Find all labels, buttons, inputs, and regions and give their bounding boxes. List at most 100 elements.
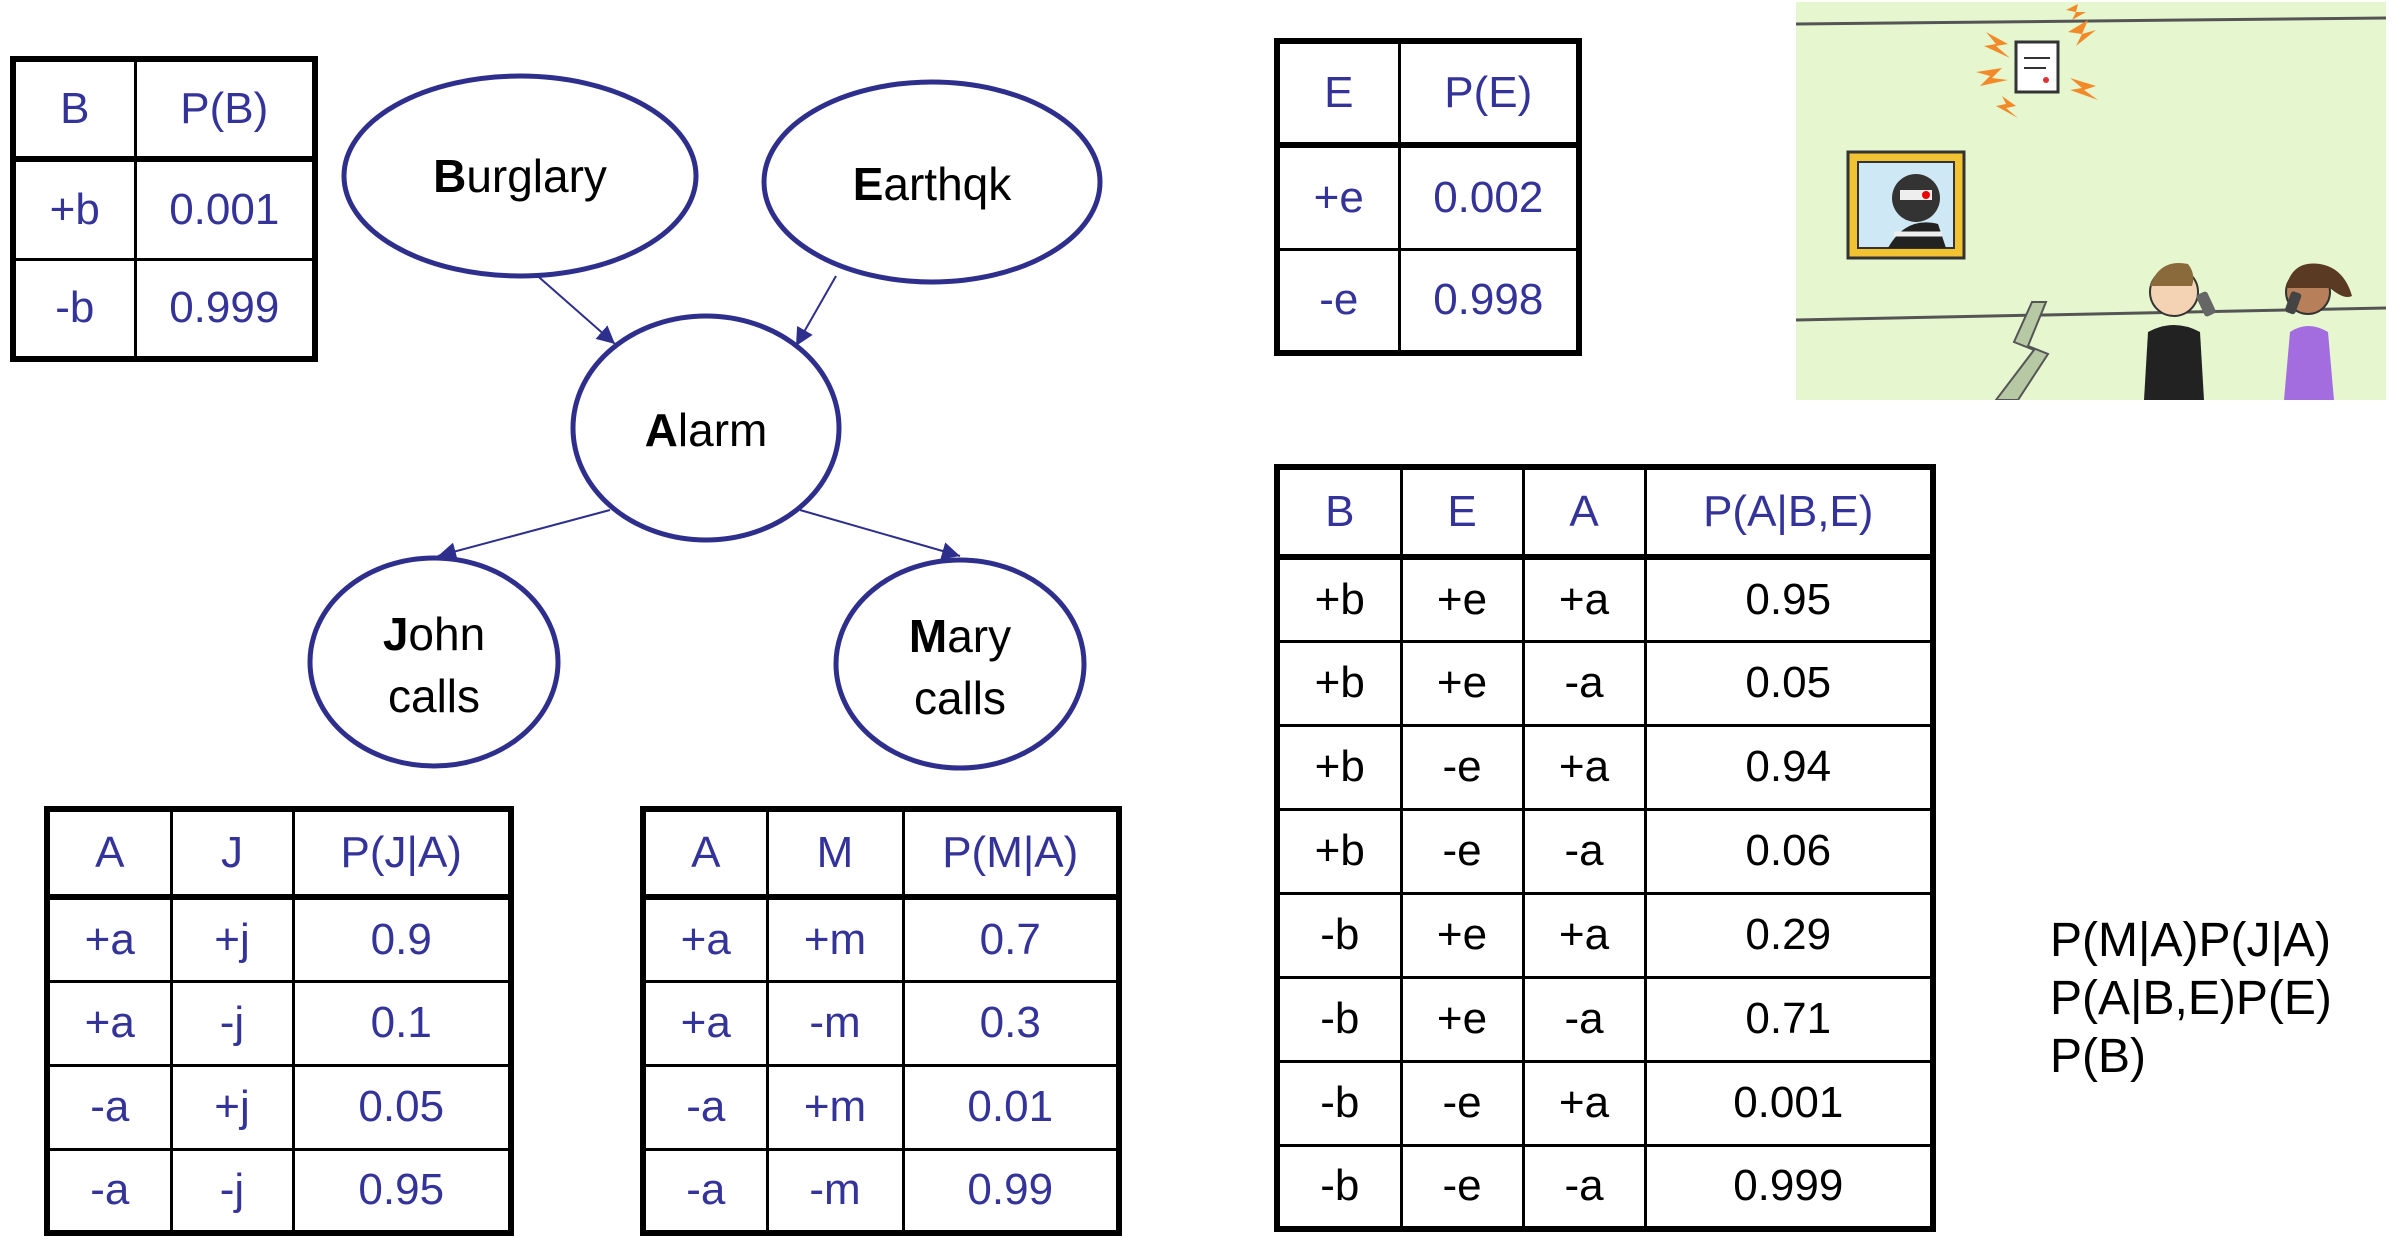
table-row: +b +e -a 0.05 (1275, 639, 1935, 727)
table-row: +e 0.002 (1275, 143, 1581, 251)
table-cell: -b (1275, 1059, 1403, 1147)
table-cell: -e (1275, 247, 1401, 355)
node-mary-calls (833, 557, 1087, 771)
table-cell: -e (1399, 1143, 1525, 1231)
table-row: +b -e -a 0.06 (1275, 807, 1935, 895)
table-cell: -e (1399, 1059, 1525, 1147)
header-cell: E (1399, 465, 1525, 560)
table-cell: -a (641, 1147, 769, 1235)
table-cell: -a (45, 1147, 173, 1235)
node-john-calls-label: John (383, 608, 485, 660)
table-cell: 0.99 (901, 1147, 1121, 1235)
table-row: -a +m 0.01 (641, 1063, 1121, 1151)
cpt-p-a-given-b-e: B E A P(A|B,E) +b +e +a 0.95 +b +e -a 0.… (1274, 464, 1936, 1232)
alarm-box-icon (1976, 4, 2098, 118)
table-row: -a -m 0.99 (641, 1147, 1121, 1235)
table-cell: 0.999 (133, 257, 317, 361)
edge-earthquake-alarm (795, 275, 837, 347)
table-cell: -e (1399, 807, 1525, 895)
formula-line: P(M|A)P(J|A) (2050, 914, 2331, 967)
table-cell: 0.999 (1643, 1143, 1935, 1231)
table-cell: -e (1399, 723, 1525, 811)
table-cell: 0.3 (901, 979, 1121, 1067)
table-cell: -a (1521, 807, 1647, 895)
table-row: -b -e +a 0.001 (1275, 1059, 1935, 1147)
john-figure-icon (2144, 262, 2216, 400)
formula-line: P(B) (2050, 1030, 2146, 1083)
table-cell: +e (1275, 143, 1401, 251)
table-cell: 0.05 (291, 1063, 513, 1151)
table-cell: 0.29 (1643, 891, 1935, 979)
mary-figure-icon (2284, 263, 2352, 400)
table-row: -b -e -a 0.999 (1275, 1143, 1935, 1231)
table-cell: +a (1521, 891, 1647, 979)
table-cell: +a (1521, 723, 1647, 811)
edge-alarm-mary (799, 509, 961, 560)
table-cell: -b (11, 257, 137, 361)
table-cell: +b (1275, 723, 1403, 811)
table-cell: 0.002 (1397, 143, 1581, 251)
table-header-row: B P(B) (11, 57, 317, 162)
table-row: +a +j 0.9 (45, 895, 513, 983)
table-cell: 0.95 (291, 1147, 513, 1235)
table-cell: -a (1521, 639, 1647, 727)
table-cell: +j (169, 1063, 295, 1151)
cpt-p-j-given-a: A J P(J|A) +a +j 0.9 +a -j 0.1 -a +j 0.0… (44, 806, 514, 1236)
header-cell: P(B) (133, 57, 317, 162)
burglary-cartoon-illustration (1796, 2, 2386, 400)
table-cell: -m (765, 979, 905, 1067)
table-cell: +e (1399, 555, 1525, 643)
table-row: -b +e +a 0.29 (1275, 891, 1935, 979)
header-cell: J (169, 807, 295, 900)
header-cell: B (11, 57, 137, 162)
table-cell: 0.7 (901, 895, 1121, 983)
table-cell: +a (1521, 1059, 1647, 1147)
burglar-window-icon (1846, 150, 1966, 260)
table-cell: -b (1275, 1143, 1403, 1231)
cpt-p-b: B P(B) +b 0.001 -b 0.999 (10, 56, 318, 362)
table-cell: +e (1399, 639, 1525, 727)
cpt-p-e: E P(E) +e 0.002 -e 0.998 (1274, 38, 1582, 356)
node-alarm (570, 313, 842, 543)
table-cell: +b (1275, 555, 1403, 643)
header-cell: M (765, 807, 905, 900)
node-mary-calls-line2: calls (914, 672, 1006, 724)
table-row: -b +e -a 0.71 (1275, 975, 1935, 1063)
joint-factorization: P(M|A)P(J|A) P(A|B,E)P(E) P(B) (2050, 912, 2332, 1086)
table-header-row: A J P(J|A) (45, 807, 513, 900)
table-header-row: E P(E) (1275, 39, 1581, 148)
cpt-p-m-given-a: A M P(M|A) +a +m 0.7 +a -m 0.3 -a +m 0.0… (640, 806, 1122, 1236)
table-cell: +a (641, 979, 769, 1067)
table-header-row: A M P(M|A) (641, 807, 1121, 900)
table-cell: -a (641, 1063, 769, 1151)
table-cell: -j (169, 979, 295, 1067)
node-mary-calls-label: Mary (909, 610, 1011, 662)
node-burglary (341, 73, 699, 279)
table-cell: +a (641, 895, 769, 983)
table-row: -a -j 0.95 (45, 1147, 513, 1235)
table-cell: -a (1521, 1143, 1647, 1231)
table-cell: +j (169, 895, 295, 983)
table-cell: 0.71 (1643, 975, 1935, 1063)
table-cell: 0.01 (901, 1063, 1121, 1151)
wall-trim-top (1796, 16, 2386, 26)
table-cell: +m (765, 895, 905, 983)
table-cell: 0.94 (1643, 723, 1935, 811)
nodes (307, 73, 1103, 771)
table-cell: -b (1275, 891, 1403, 979)
header-cell: P(J|A) (291, 807, 513, 900)
table-cell: +a (1521, 555, 1647, 643)
table-row: +a +m 0.7 (641, 895, 1121, 983)
table-cell: +b (1275, 639, 1403, 727)
table-cell: -a (1521, 975, 1647, 1063)
table-cell: +m (765, 1063, 905, 1151)
table-cell: 0.05 (1643, 639, 1935, 727)
header-cell: A (1521, 465, 1647, 560)
table-cell: 0.998 (1397, 247, 1581, 355)
table-cell: +e (1399, 975, 1525, 1063)
table-cell: -j (169, 1147, 295, 1235)
header-cell: P(M|A) (901, 807, 1121, 900)
table-row: -b 0.999 (11, 257, 317, 361)
table-cell: 0.1 (291, 979, 513, 1067)
